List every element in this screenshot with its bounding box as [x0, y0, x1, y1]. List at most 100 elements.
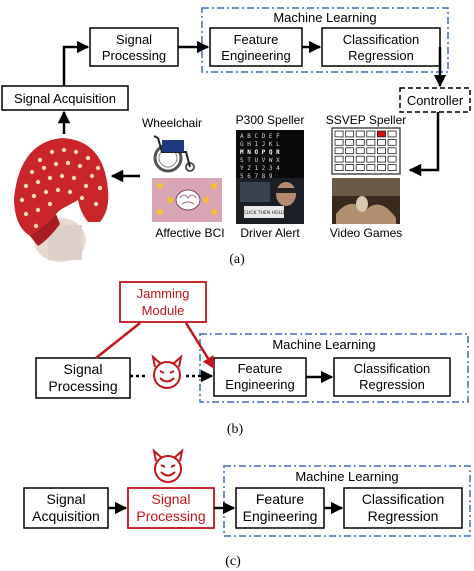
feature-engineering-box-a [209, 27, 303, 67]
signal-processing-box-b [35, 357, 131, 399]
ssvep-cell [376, 130, 386, 138]
ml-label-c: Machine Learning [295, 469, 398, 484]
classification-box-a [321, 27, 441, 67]
ssvep-speller-icon [331, 127, 401, 175]
ssvep-cell [355, 155, 365, 163]
sp-b-line2: Processing [48, 378, 117, 394]
ssvep-cell [334, 164, 344, 171]
fe-c-line1: Feature [256, 491, 304, 507]
signal-acquisition-label: Signal Acquisition [14, 91, 116, 106]
ssvep-cell [376, 164, 386, 171]
jamming-module-box [119, 281, 207, 323]
ssvep-cell [345, 130, 355, 138]
jamming-line1: Jamming [137, 286, 190, 301]
app-games-label: Video Games [330, 226, 403, 240]
ssvep-cell [334, 130, 344, 138]
arrow-controller-apps [408, 112, 440, 177]
ssvep-cell [366, 147, 376, 155]
feature-engineering-box-b [213, 357, 307, 397]
ml-region-a [201, 7, 449, 73]
sa-c-line1: Signal [47, 491, 86, 507]
signal-processing-line2: Processing [102, 48, 166, 63]
ssvep-cell [355, 130, 365, 138]
jamming-line2: Module [142, 303, 185, 318]
sp-b-line1: Signal [64, 361, 103, 377]
affective-bci-image [152, 178, 222, 222]
ssvep-cell [334, 138, 344, 146]
p300-row-1: A B C D E F [240, 133, 280, 140]
ssvep-cell [345, 147, 355, 155]
caption-c: (c) [225, 554, 241, 569]
ssvep-cell [366, 138, 376, 146]
classification-line2: Regression [348, 48, 414, 63]
video-games-image [332, 178, 400, 224]
arrow-jamming-fe [184, 322, 216, 370]
ml-region-b [199, 333, 469, 403]
ssvep-cell [376, 155, 386, 163]
controller-label: Controller [407, 93, 464, 108]
classification-box-c [343, 487, 463, 529]
devil-icon [151, 354, 183, 389]
panel-c: Machine Learning Signal Acquisition Sign… [23, 448, 471, 569]
p300-row-6: 5 6 7 8 9 _ [240, 173, 280, 180]
app-driver-label: Driver Alert [240, 226, 300, 240]
ssvep-cell [345, 138, 355, 146]
ssvep-cell [345, 155, 355, 163]
signal-processing-box-c [127, 487, 215, 529]
ml-region-c [223, 465, 471, 537]
ml-label-a: Machine Learning [273, 10, 376, 25]
wheelchair-icon [153, 135, 195, 173]
eeg-cap-icon [14, 138, 109, 262]
ssvep-cell [334, 147, 344, 155]
signal-acquisition-box-c [23, 487, 109, 529]
fe-b-line1: Feature [238, 361, 283, 376]
sa-c-line2: Acquisition [32, 508, 100, 524]
signal-acquisition-box-a [1, 85, 129, 111]
ssvep-cell [366, 155, 376, 163]
classification-box-b [333, 357, 451, 397]
cr-b-line1: Classification [354, 361, 431, 376]
driver-screen-text: CLICK THEN HOLD [243, 210, 285, 216]
p300-row-5: Y Z 1 2 3 4 [240, 165, 280, 172]
panel-b: Jamming Module Machine Learning Signal P… [35, 281, 469, 437]
arrow-sa-sp [62, 40, 90, 86]
feature-line2: Engineering [221, 48, 290, 63]
devil-icon [152, 448, 184, 483]
caption-a: (a) [229, 252, 245, 267]
feature-line1: Feature [234, 32, 279, 47]
feature-engineering-box-c [235, 487, 325, 529]
app-ssvep-label: SSVEP Speller [326, 113, 407, 127]
cr-c-line2: Regression [368, 508, 439, 524]
ssvep-cell [387, 164, 397, 171]
ssvep-cell [387, 138, 397, 146]
ssvep-cell [376, 147, 386, 155]
controller-box [399, 87, 471, 113]
ssvep-cell [387, 130, 397, 138]
sp-c-line2: Processing [136, 508, 205, 524]
signal-processing-box-a [89, 27, 179, 67]
ssvep-cell [387, 155, 397, 163]
ssvep-cell [345, 164, 355, 171]
ssvep-cell [355, 164, 365, 171]
classification-line1: Classification [343, 32, 420, 47]
ssvep-cell [366, 130, 376, 138]
p300-row-4: S T U V W X [240, 157, 280, 164]
ssvep-cell [387, 147, 397, 155]
arrow-sp-jamming [95, 322, 141, 359]
brain-icon [175, 189, 201, 211]
ssvep-cell [334, 155, 344, 163]
ssvep-cell [355, 147, 365, 155]
cr-c-line1: Classification [362, 491, 444, 507]
driver-alert-image: CLICK THEN HOLD [236, 178, 304, 224]
panel-a: Machine Learning Signal Processing Featu… [1, 7, 471, 267]
p300-row-2: G H I J K L [240, 141, 280, 148]
cr-b-line2: Regression [359, 377, 425, 392]
signal-processing-line1: Signal [116, 32, 152, 47]
app-p300-label: P300 Speller [236, 113, 305, 127]
ssvep-cell [376, 138, 386, 146]
app-affective-label: Affective BCI [155, 226, 224, 240]
p300-row-3: M N O P Q R [240, 149, 280, 156]
ssvep-cell [366, 164, 376, 171]
sp-c-line1: Signal [152, 491, 191, 507]
